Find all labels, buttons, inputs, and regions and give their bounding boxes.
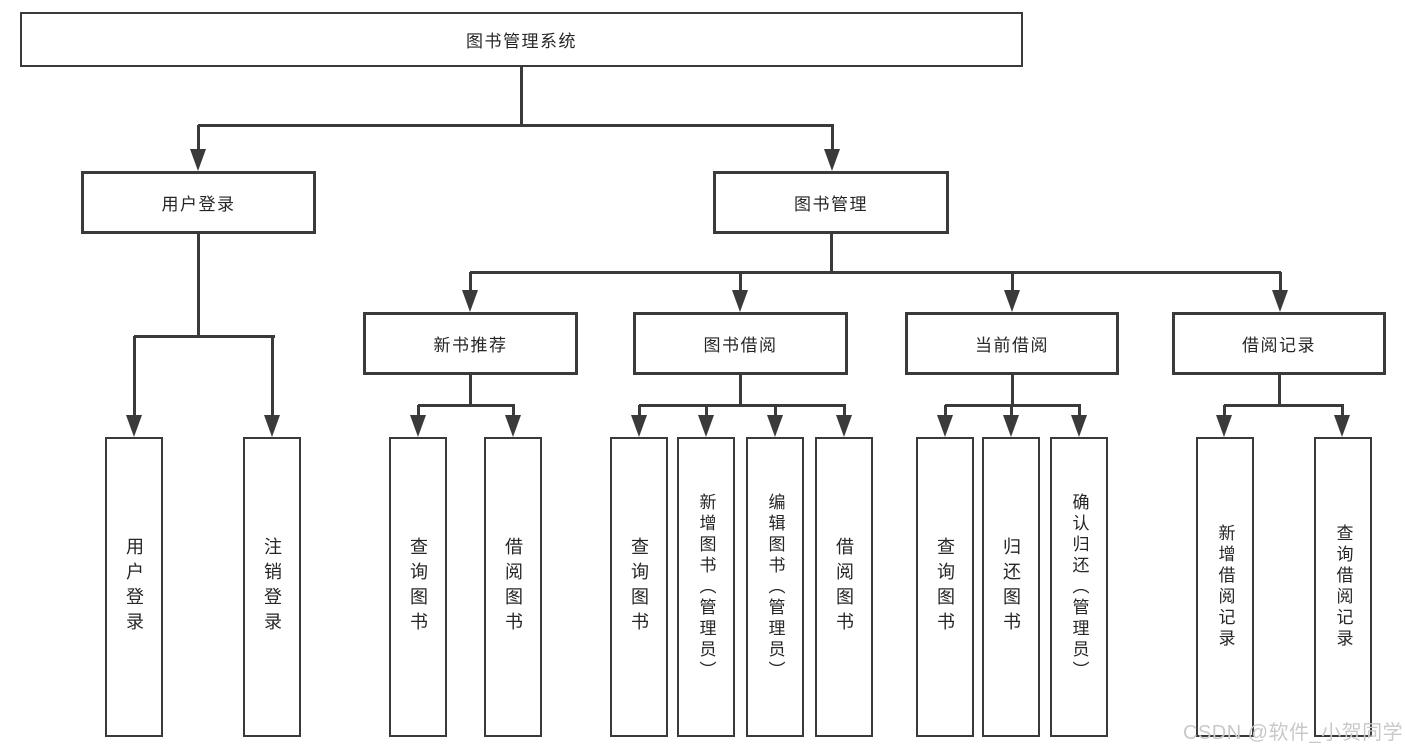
arrow-records-query [1334,405,1350,437]
arrow-borrow-borrow [836,405,852,437]
connector-current-stub [1010,375,1014,407]
connector-root-branch [198,124,834,127]
arrow-to-leaf-logout [264,336,280,437]
arrow-recommend-query [410,405,426,437]
arrow-current-return [1003,405,1019,437]
leaf-logout: 注销登录 [243,437,301,737]
arrow-to-records [1272,272,1288,312]
leaf-return-books: 归还图书 [982,437,1040,737]
connector-mgmt-stub [829,234,833,274]
csdn-watermark: CSDN @软件_小贺同学 [1183,722,1404,744]
arrow-borrow-add [698,405,714,437]
leaf-edit-book-admin: 编辑图书（管理员） [746,437,804,737]
leaf-query-borrow-record: 查询借阅记录 [1314,437,1372,737]
node-borrow-records: 借阅记录 [1172,312,1386,375]
leaf-add-borrow-record: 新增借阅记录 [1196,437,1254,737]
arrow-recommend-borrow [505,405,521,437]
connector-records-stub [1277,375,1281,407]
node-root-library-system: 图书管理系统 [20,12,1023,67]
leaf-query-books-2: 查询图书 [610,437,668,737]
leaf-add-book-admin: 新增图书（管理员） [677,437,735,737]
arrow-records-add [1216,405,1232,437]
node-new-book-recommend: 新书推荐 [363,312,578,375]
arrow-to-recommend [462,272,478,312]
arrow-current-query [937,405,953,437]
connector-mgmt-branch [470,271,1281,274]
node-book-management: 图书管理 [713,171,949,234]
connector-recommend-branch [418,404,515,407]
leaf-user-login: 用户登录 [105,437,163,737]
connector-login-stub [196,234,200,338]
connector-borrow-stub [738,375,742,407]
leaf-borrow-books-2: 借阅图书 [815,437,873,737]
node-user-login: 用户登录 [81,171,316,234]
arrow-to-book-mgmt [824,125,840,171]
arrow-borrow-edit [767,405,783,437]
connector-recommend-stub [468,375,472,407]
arrow-to-leaf-login [126,336,142,437]
connector-root-stub [519,67,523,126]
arrow-to-borrow [732,272,748,312]
connector-current-branch [945,404,1081,407]
connector-borrow-branch [639,404,846,407]
node-current-borrow: 当前借阅 [905,312,1119,375]
arrow-borrow-query [631,405,647,437]
leaf-query-books-1: 查询图书 [389,437,447,737]
node-book-borrow: 图书借阅 [633,312,848,375]
leaf-confirm-return-admin: 确认归还（管理员） [1050,437,1108,737]
connector-login-branch [134,335,275,338]
connector-records-branch [1224,404,1344,407]
leaf-borrow-books-1: 借阅图书 [484,437,542,737]
leaf-query-books-3: 查询图书 [916,437,974,737]
arrow-to-current [1004,272,1020,312]
arrow-to-user-login [190,125,206,171]
arrow-current-confirm [1071,405,1087,437]
